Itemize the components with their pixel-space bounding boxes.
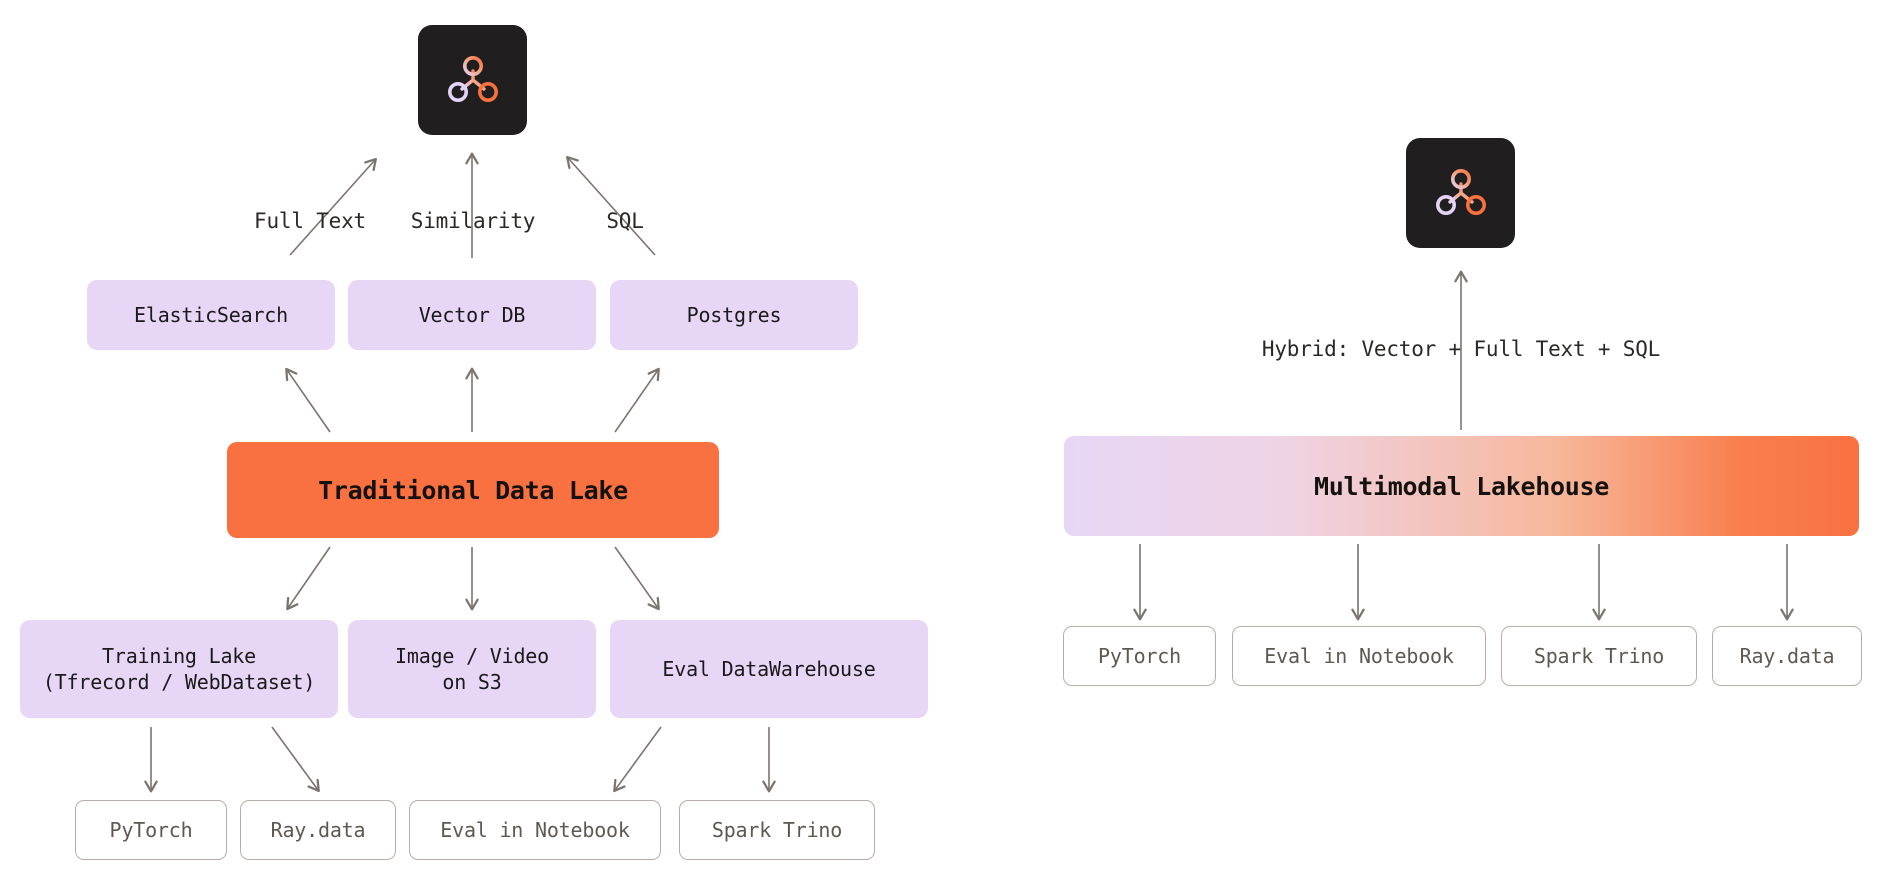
arrow-eval-warehouse-to-notebook [613, 726, 662, 793]
box-pytorch-right[interactable]: PyTorch [1063, 626, 1216, 686]
box-elasticsearch[interactable]: ElasticSearch [87, 280, 335, 350]
box-spark-trino-left[interactable]: Spark Trino [679, 800, 875, 860]
box-multimodal-lakehouse[interactable]: Multimodal Lakehouse [1064, 436, 1859, 536]
box-traditional-data-lake[interactable]: Traditional Data Lake [227, 442, 719, 538]
box-postgres[interactable]: Postgres [610, 280, 858, 350]
edge-label-hybrid-query: Hybrid: Vector + Full Text + SQL [1261, 337, 1661, 361]
box-eval-in-notebook-left[interactable]: Eval in Notebook [409, 800, 661, 860]
box-spark-trino-right[interactable]: Spark Trino [1501, 626, 1697, 686]
box-raydata-right[interactable]: Ray.data [1712, 626, 1862, 686]
brand-logo-left [418, 25, 527, 135]
box-eval-in-notebook-right[interactable]: Eval in Notebook [1232, 626, 1486, 686]
box-training-lake[interactable]: Training Lake (Tfrecord / WebDataset) [20, 620, 338, 718]
network-nodes-icon [1435, 169, 1486, 215]
arrow-lake-to-eval-warehouse [614, 546, 660, 611]
arrow-training-lake-to-raydata [271, 726, 320, 793]
arrow-lake-to-postgres [614, 367, 660, 433]
edge-label-sql: SQL [606, 209, 644, 233]
edge-label-similarity: Similarity [410, 209, 536, 233]
edge-label-full-text: Full Text [254, 209, 366, 233]
arrow-lake-to-elasticsearch [285, 367, 331, 433]
box-raydata-left[interactable]: Ray.data [240, 800, 396, 860]
box-pytorch-left[interactable]: PyTorch [75, 800, 227, 860]
network-nodes-icon [447, 56, 498, 102]
arrow-lake-to-training-lake [286, 546, 331, 611]
box-image-video-on-s3[interactable]: Image / Video on S3 [348, 620, 596, 718]
box-eval-datawarehouse[interactable]: Eval DataWarehouse [610, 620, 928, 718]
brand-logo-right [1406, 138, 1515, 248]
box-vector-db[interactable]: Vector DB [348, 280, 596, 350]
